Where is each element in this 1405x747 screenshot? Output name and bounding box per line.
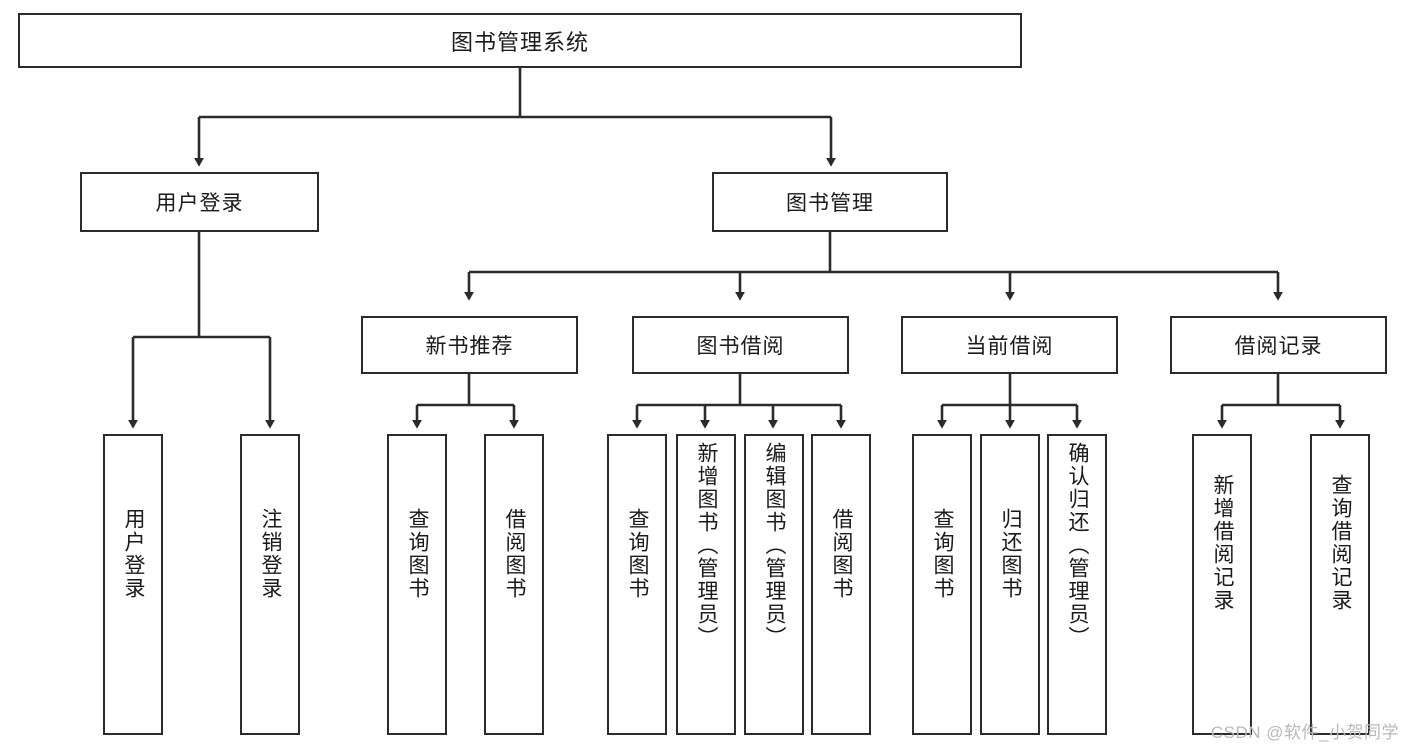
leaf-query-record[interactable]: 查询借阅记录 bbox=[1310, 434, 1370, 735]
node-borrow-record-label: 借阅记录 bbox=[1234, 335, 1323, 358]
leaf-borrow-book-2-label: 借阅图书 bbox=[830, 508, 854, 600]
node-current-borrow[interactable]: 当前借阅 bbox=[901, 316, 1118, 374]
leaf-query-book-3-label: 查询图书 bbox=[931, 508, 955, 600]
node-book-manage-label: 图书管理 bbox=[786, 192, 874, 215]
node-new-book-rec-label: 新书推荐 bbox=[425, 335, 514, 358]
leaf-confirm-return-label: 确认归还（管理员） bbox=[1066, 442, 1090, 649]
node-user-login-label: 用户登录 bbox=[155, 192, 244, 215]
leaf-add-book[interactable]: 新增图书（管理员） bbox=[676, 434, 736, 735]
leaf-return-book[interactable]: 归还图书 bbox=[980, 434, 1040, 735]
leaf-user-login[interactable]: 用户登录 bbox=[103, 434, 163, 735]
leaf-query-book-2[interactable]: 查询图书 bbox=[607, 434, 667, 735]
node-current-borrow-label: 当前借阅 bbox=[965, 335, 1054, 358]
leaf-add-record-label: 新增借阅记录 bbox=[1211, 474, 1235, 612]
node-book-manage[interactable]: 图书管理 bbox=[712, 172, 948, 232]
leaf-return-book-label: 归还图书 bbox=[999, 508, 1023, 600]
leaf-query-record-label: 查询借阅记录 bbox=[1329, 474, 1353, 612]
leaf-add-record[interactable]: 新增借阅记录 bbox=[1192, 434, 1252, 735]
leaf-edit-book-label: 编辑图书（管理员） bbox=[763, 442, 787, 649]
leaf-borrow-book-1-label: 借阅图书 bbox=[503, 508, 527, 600]
leaf-query-book-2-label: 查询图书 bbox=[626, 508, 650, 600]
node-book-borrow[interactable]: 图书借阅 bbox=[632, 316, 849, 374]
leaf-borrow-book-2[interactable]: 借阅图书 bbox=[811, 434, 871, 735]
node-borrow-record[interactable]: 借阅记录 bbox=[1170, 316, 1387, 374]
leaf-logout[interactable]: 注销登录 bbox=[240, 434, 300, 735]
leaf-edit-book[interactable]: 编辑图书（管理员） bbox=[744, 434, 804, 735]
leaf-confirm-return[interactable]: 确认归还（管理员） bbox=[1047, 434, 1107, 735]
leaf-add-book-label: 新增图书（管理员） bbox=[695, 442, 719, 649]
node-root-label: 图书管理系统 bbox=[450, 29, 589, 55]
leaf-borrow-book-1[interactable]: 借阅图书 bbox=[484, 434, 544, 735]
leaf-query-book-1-label: 查询图书 bbox=[406, 508, 430, 600]
node-user-login[interactable]: 用户登录 bbox=[80, 172, 319, 232]
leaf-logout-label: 注销登录 bbox=[259, 508, 283, 600]
node-root-system[interactable]: 图书管理系统 bbox=[18, 13, 1022, 68]
leaf-query-book-1[interactable]: 查询图书 bbox=[387, 434, 447, 735]
leaf-user-login-label: 用户登录 bbox=[122, 508, 146, 600]
leaf-query-book-3[interactable]: 查询图书 bbox=[912, 434, 972, 735]
node-book-borrow-label: 图书借阅 bbox=[696, 335, 785, 358]
node-new-book-rec[interactable]: 新书推荐 bbox=[361, 316, 578, 374]
watermark: CSDN @软件_小贺同学 bbox=[1210, 723, 1399, 742]
